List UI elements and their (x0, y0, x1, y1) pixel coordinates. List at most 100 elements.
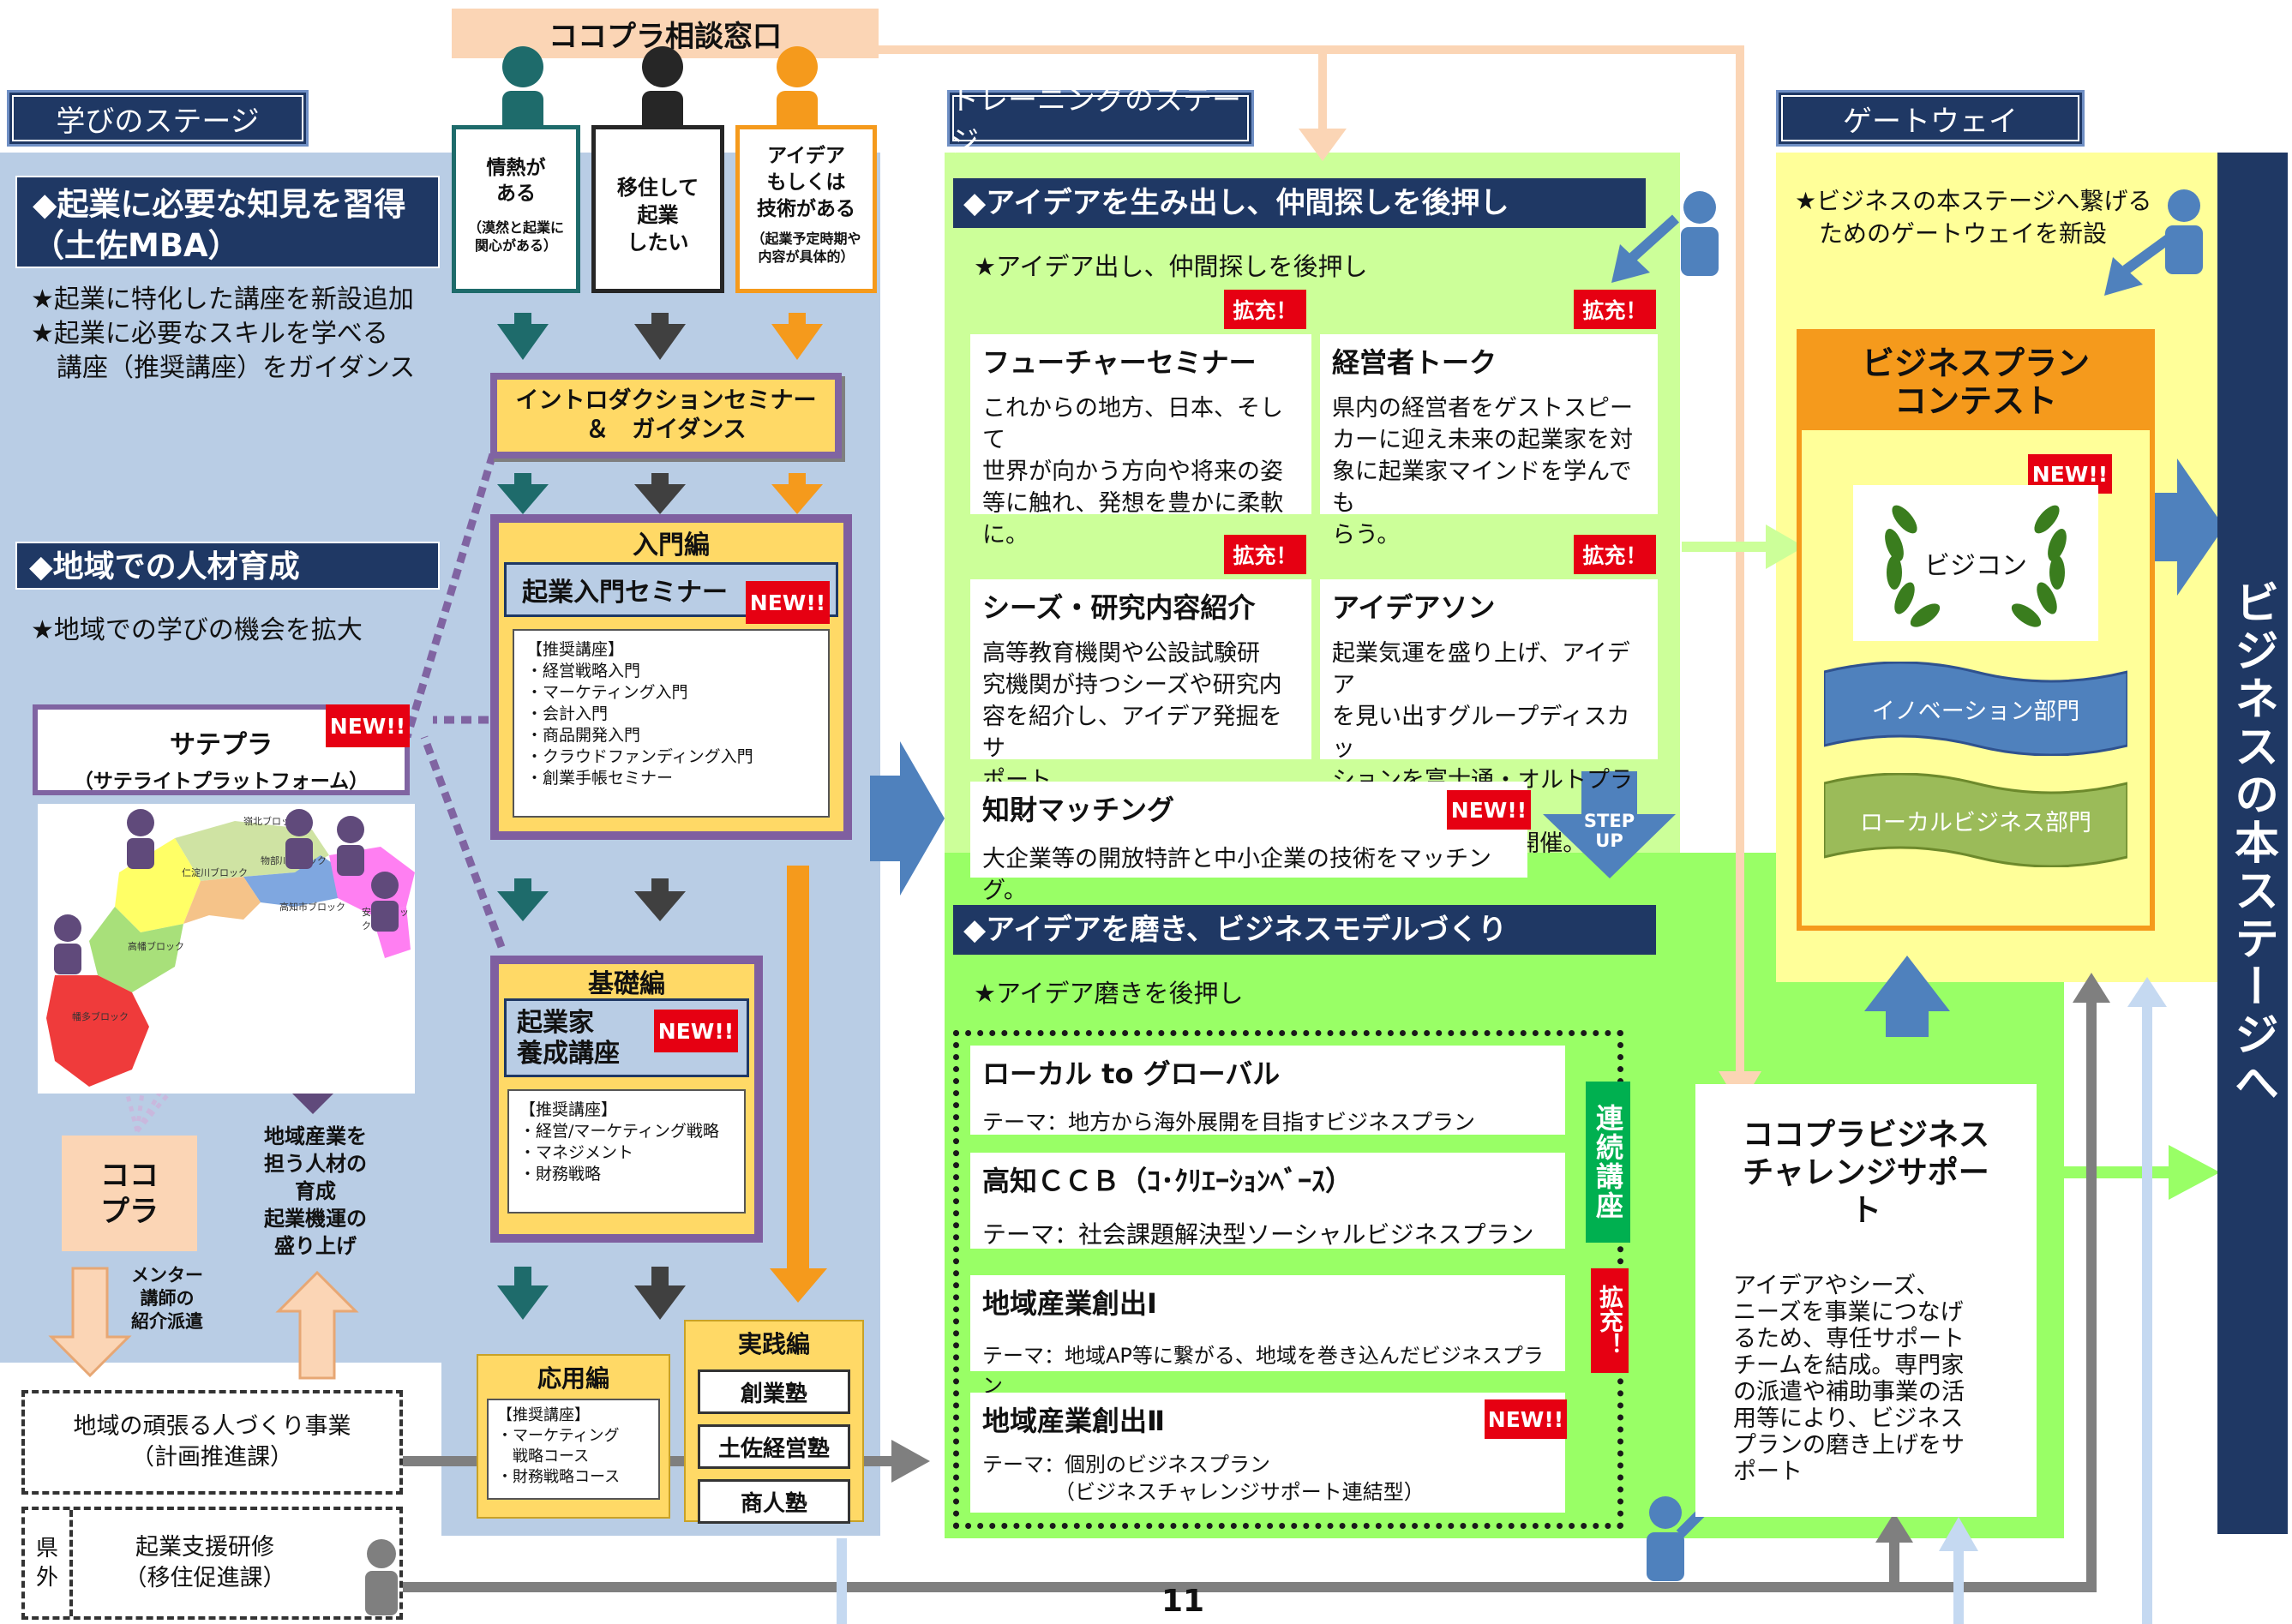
bizcon-label: ビジコン (1924, 551, 2027, 581)
intro-seminar: イントロダクションセミナー ＆ ガイダンス (490, 373, 842, 458)
card-talk-body: 県内の経営者をゲストスピー カーに迎え未来の起業家を対 象に起業家マインドを学ん… (1332, 395, 1633, 548)
regional-effect-text: 地域産業を 担う人材の 育成 起業機運の 盛り上げ (264, 1124, 367, 1258)
consult-idea-sub: （起業予定時期や 内容が具体的） (751, 231, 861, 265)
mba-text: ★起業に特化した講座を新設追加 ★起業に必要なスキルを学べる 講座（推奨講座）を… (31, 285, 416, 383)
map-label-kochi: 高知市ブロック (279, 902, 345, 913)
kakuju-vertical: 拡充！ (1591, 1268, 1629, 1373)
challenge-support-box: ココプラビジネス チャレンジサポート アイデアやシーズ、 ニーズを事業につなげ … (1695, 1084, 2037, 1517)
main-stage-label: ビジネスの本ステージへ (2226, 579, 2278, 1107)
ouyou-title: 応用編 (537, 1364, 609, 1393)
contest-title-bar: ビジネスプラン コンテスト (1802, 334, 2150, 430)
tab-gateway: ゲートウェイ (1776, 90, 2085, 147)
expand-badge-future: 拡充！ (1224, 290, 1306, 329)
contest-title: ビジネスプラン コンテスト (1861, 345, 2090, 420)
region-text: ★地域での学びの機会を拡大 (31, 615, 363, 645)
local-label: ローカルビジネス部門 (1860, 809, 2091, 836)
nyumon-list: 【推奨講座】 ・経営戦略入門 ・マーケティング入門 ・会計入門 ・商品開発入門 … (513, 629, 830, 818)
cocopla-label: ココ プラ (100, 1158, 159, 1229)
expand-badge-talk: 拡充！ (1574, 290, 1656, 329)
tab-training-stage: トレーニングのステージ (947, 83, 1254, 159)
idea-sub: ★アイデア出し、仲間探しを後押し (974, 252, 1368, 281)
course-local-global: ローカル to グローバル テーマ：地方から海外展開を目指すビジネスプラン (970, 1046, 1565, 1135)
intro-seminar-label: イントロダクションセミナー ＆ ガイダンス (515, 387, 817, 443)
challenge-title: ココプラビジネス チャレンジサポート (1742, 1118, 1989, 1228)
consult-person-icons (502, 46, 818, 137)
person-icon-training (1681, 191, 1719, 276)
project-hitozukuri: 地域の頑張る人づくり事業 （計画推進課） (21, 1390, 403, 1495)
course-regional-2: 地域産業創出Ⅱ テーマ：個別のビジネスプラン （ビジネスチャレンジサポート連結型… (970, 1393, 1565, 1513)
course-local-theme: テーマ：地方から海外展開を目指すビジネスプラン (982, 1110, 1476, 1135)
satepla-box: サテプラ （サテライトプラットフォーム） (33, 704, 410, 795)
project-kisyu-label: 起業支援研修 （移住促進課） (123, 1534, 286, 1591)
card-future-seminar: フューチャーセミナー これからの地方、日本、そして 世界が向かう方向や将来の姿 … (970, 334, 1311, 548)
gateway-text: ★ビジネスの本ステージへ繋げる ためのゲートウェイを新設 (1795, 187, 2152, 248)
card-seeds-body: 高等教育機関や公設試験研 究機関が持つシーズや研究内 容を紹介し、アイデア発掘を… (982, 640, 1282, 794)
consult-box-passion: 情熱が ある （漠然と起業に 関心がある） (452, 125, 580, 293)
course-regional1-title: 地域産業創出Ⅰ (982, 1287, 1157, 1320)
ouyou-list: 【推奨講座】 ・マーケティング 戦略コース ・財務戦略コース (487, 1399, 660, 1500)
idea-title: ◆アイデアを生み出し、仲間探しを後押し (953, 178, 1646, 228)
person-icon-challenge (1647, 1496, 1684, 1581)
map-label-niyodo: 仁淀川ブロック (182, 867, 248, 878)
card-ip-matching: 知財マッチング 大企業等の開放特許と中小企業の技術をマッチング。 (970, 782, 1527, 904)
expand-badge-seeds: 拡充！ (1224, 535, 1306, 574)
kiso-list: 【推奨講座】 ・経営/マーケティング戦略 ・マネジメント ・財務戦略 (507, 1089, 746, 1214)
model-sub: ★アイデア磨きを後押し (974, 979, 1244, 1008)
laurel-icon (1885, 505, 2067, 627)
card-talk-title: 経営者トーク (1332, 346, 1497, 379)
page-number: 11 (1161, 1584, 1205, 1619)
bizcon-logo: ビジコン (1853, 485, 2098, 641)
project-kisyu: 県 外 起業支援研修 （移住促進課） (21, 1507, 403, 1620)
ip-matching-title: 知財マッチング (982, 794, 1175, 826)
region-title: ◆地域での人材育成 (15, 542, 440, 590)
consult-idea-label: アイデア もしくは 技術がある (757, 145, 855, 220)
tab-learn-stage: 学びのステージ (7, 90, 309, 147)
ouyou-box: 応用編 【推奨講座】 ・マーケティング 戦略コース ・財務戦略コース (477, 1354, 670, 1519)
card-ideathon-title: アイデアソン (1332, 591, 1496, 624)
course-regional2-title: 地域産業創出Ⅱ (982, 1405, 1166, 1437)
consult-passion-label: 情熱が ある (486, 157, 546, 205)
card-ideathon: アイデアソン 起業気運を盛り上げ、アイデア を見い出すグループディスカッ ション… (1320, 579, 1658, 857)
expand-badge-ideathon: 拡充！ (1574, 535, 1656, 574)
person-icon-gateway (2165, 189, 2203, 274)
project-hitozukuri-label: 地域の頑張る人づくり事業 （計画推進課） (73, 1413, 351, 1471)
kiso-box: 基礎編 起業家 養成講座 【推奨講座】 ・経営/マーケティング戦略 ・マネジメン… (490, 956, 763, 1243)
course-local-title: ローカル to グローバル (982, 1058, 1281, 1090)
course-ccb-title: 高知ＣＣＢ（ｺ･ｸﾘｴｰｼｮﾝﾍﾞｰｽ） (982, 1165, 1353, 1197)
kiso-course-label: 起業家 養成講座 (517, 1008, 620, 1069)
stepup-label: STEP UP (1583, 811, 1635, 851)
cocopla-box: ココ プラ (62, 1136, 197, 1251)
card-seeds: シーズ・研究内容紹介 高等教育機関や公設試験研 究機関が持つシーズや研究内 容を… (970, 579, 1311, 794)
nyumon-title: 入門編 (633, 530, 710, 560)
map-label-hata: 幡多ブロック (72, 1011, 129, 1022)
consult-box-migrate: 移住して 起業 したい (591, 125, 724, 293)
innovation-banner-shape (1824, 662, 2127, 756)
course-ccb: 高知ＣＣＢ（ｺ･ｸﾘｴｰｼｮﾝﾍﾞｰｽ） テーマ：社会課題解決型ソーシャルビジネ… (970, 1153, 1565, 1249)
challenge-body: アイデアやシーズ、 ニーズを事業につなげ るため、専任サポート チームを結成。専… (1733, 1273, 1965, 1485)
jissen-akindo: 商人塾 (698, 1479, 850, 1524)
map-person-icons (54, 809, 399, 974)
new-badge-kiso: NEW!! (654, 1010, 738, 1052)
map-label-takahata: 高幡ブロック (128, 941, 184, 952)
jissen-tosa: 土佐経営塾 (698, 1424, 850, 1469)
new-badge-satepla: NEW!! (326, 704, 410, 747)
model-title: ◆アイデアを磨き、ビジネスモデルづくり (953, 905, 1656, 955)
person-icon-migrate (642, 46, 683, 137)
card-seeds-title: シーズ・研究内容紹介 (982, 591, 1256, 624)
consult-box-idea: アイデア もしくは 技術がある （起業予定時期や 内容が具体的） (735, 125, 877, 293)
nyumon-box: 入門編 起業入門セミナー 【推奨講座】 ・経営戦略入門 ・マーケティング入門 ・… (490, 514, 852, 840)
course-regional1-theme: テーマ：地域AP等に繋がる、地域を巻き込んだビジネスプラン (982, 1344, 1544, 1398)
kiso-title: 基礎編 (588, 969, 665, 999)
satepla-title: サテプラ (170, 730, 273, 760)
satepla-sub: （サテライトプラットフォーム） (73, 770, 369, 793)
nyumon-seminar-label: 起業入門セミナー (522, 578, 728, 608)
course-ccb-theme: テーマ：社会課題解決型ソーシャルビジネスプラン (982, 1220, 1534, 1249)
person-icon-kengai (365, 1539, 398, 1615)
card-ceo-talk: 経営者トーク 県内の経営者をゲストスピー カーに迎え未来の起業家を対 象に起業家… (1320, 334, 1658, 548)
new-badge-regional2: NEW!! (1485, 1399, 1567, 1439)
innovation-label: イノベーション部門 (1871, 698, 2080, 725)
local-banner-shape (1824, 773, 2127, 867)
card-future-title: フューチャーセミナー (982, 346, 1257, 379)
mentor-text: メンター 講師の 紹介派遣 (131, 1265, 203, 1332)
consult-migrate-label: 移住して 起業 したい (616, 176, 699, 255)
